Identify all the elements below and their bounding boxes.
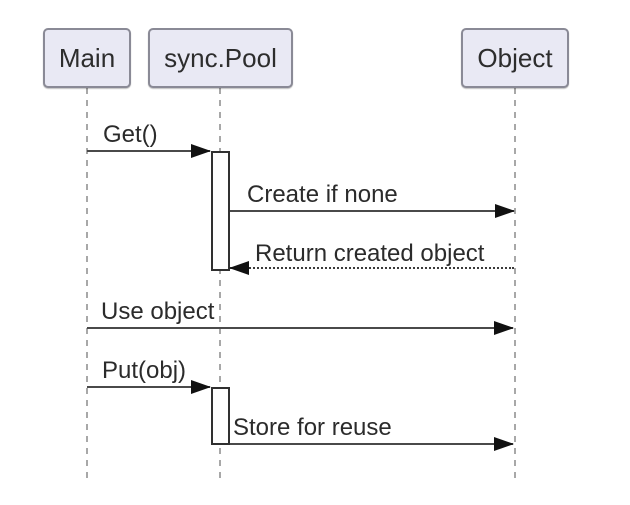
message-label-1: Get() [103,121,158,148]
actor-box-main: Main [43,28,131,88]
message-arrowhead-1 [191,144,211,158]
message-arrowhead-3 [229,261,249,275]
actor-box-object: Object [461,28,569,88]
actor-label-sync-pool: sync.Pool [164,42,277,73]
message-arrowhead-5 [191,380,211,394]
message-label-6: Store for reuse [233,414,392,441]
message-label-5: Put(obj) [102,357,187,384]
message-line-6 [230,443,513,445]
message-label-2: Create if none [247,181,398,208]
message-line-2 [230,210,514,212]
message-line-3 [230,267,514,269]
actor-label-main: Main [58,42,116,73]
message-arrowhead-2 [495,204,515,218]
activation-bar-1 [211,151,230,271]
lifeline-object [514,88,516,481]
actor-label-object: Object [477,42,553,73]
activation-bar-2 [211,387,230,445]
message-line-5 [87,386,210,388]
message-line-4 [87,327,513,329]
message-arrowhead-6 [494,437,514,451]
message-label-4: Use object [101,298,215,325]
lifeline-sync-pool [219,88,221,481]
lifeline-main [86,88,88,481]
message-arrowhead-4 [494,321,514,335]
message-label-3: Return created object [255,240,485,267]
actor-box-sync-pool: sync.Pool [148,28,293,88]
message-line-1 [87,150,210,152]
